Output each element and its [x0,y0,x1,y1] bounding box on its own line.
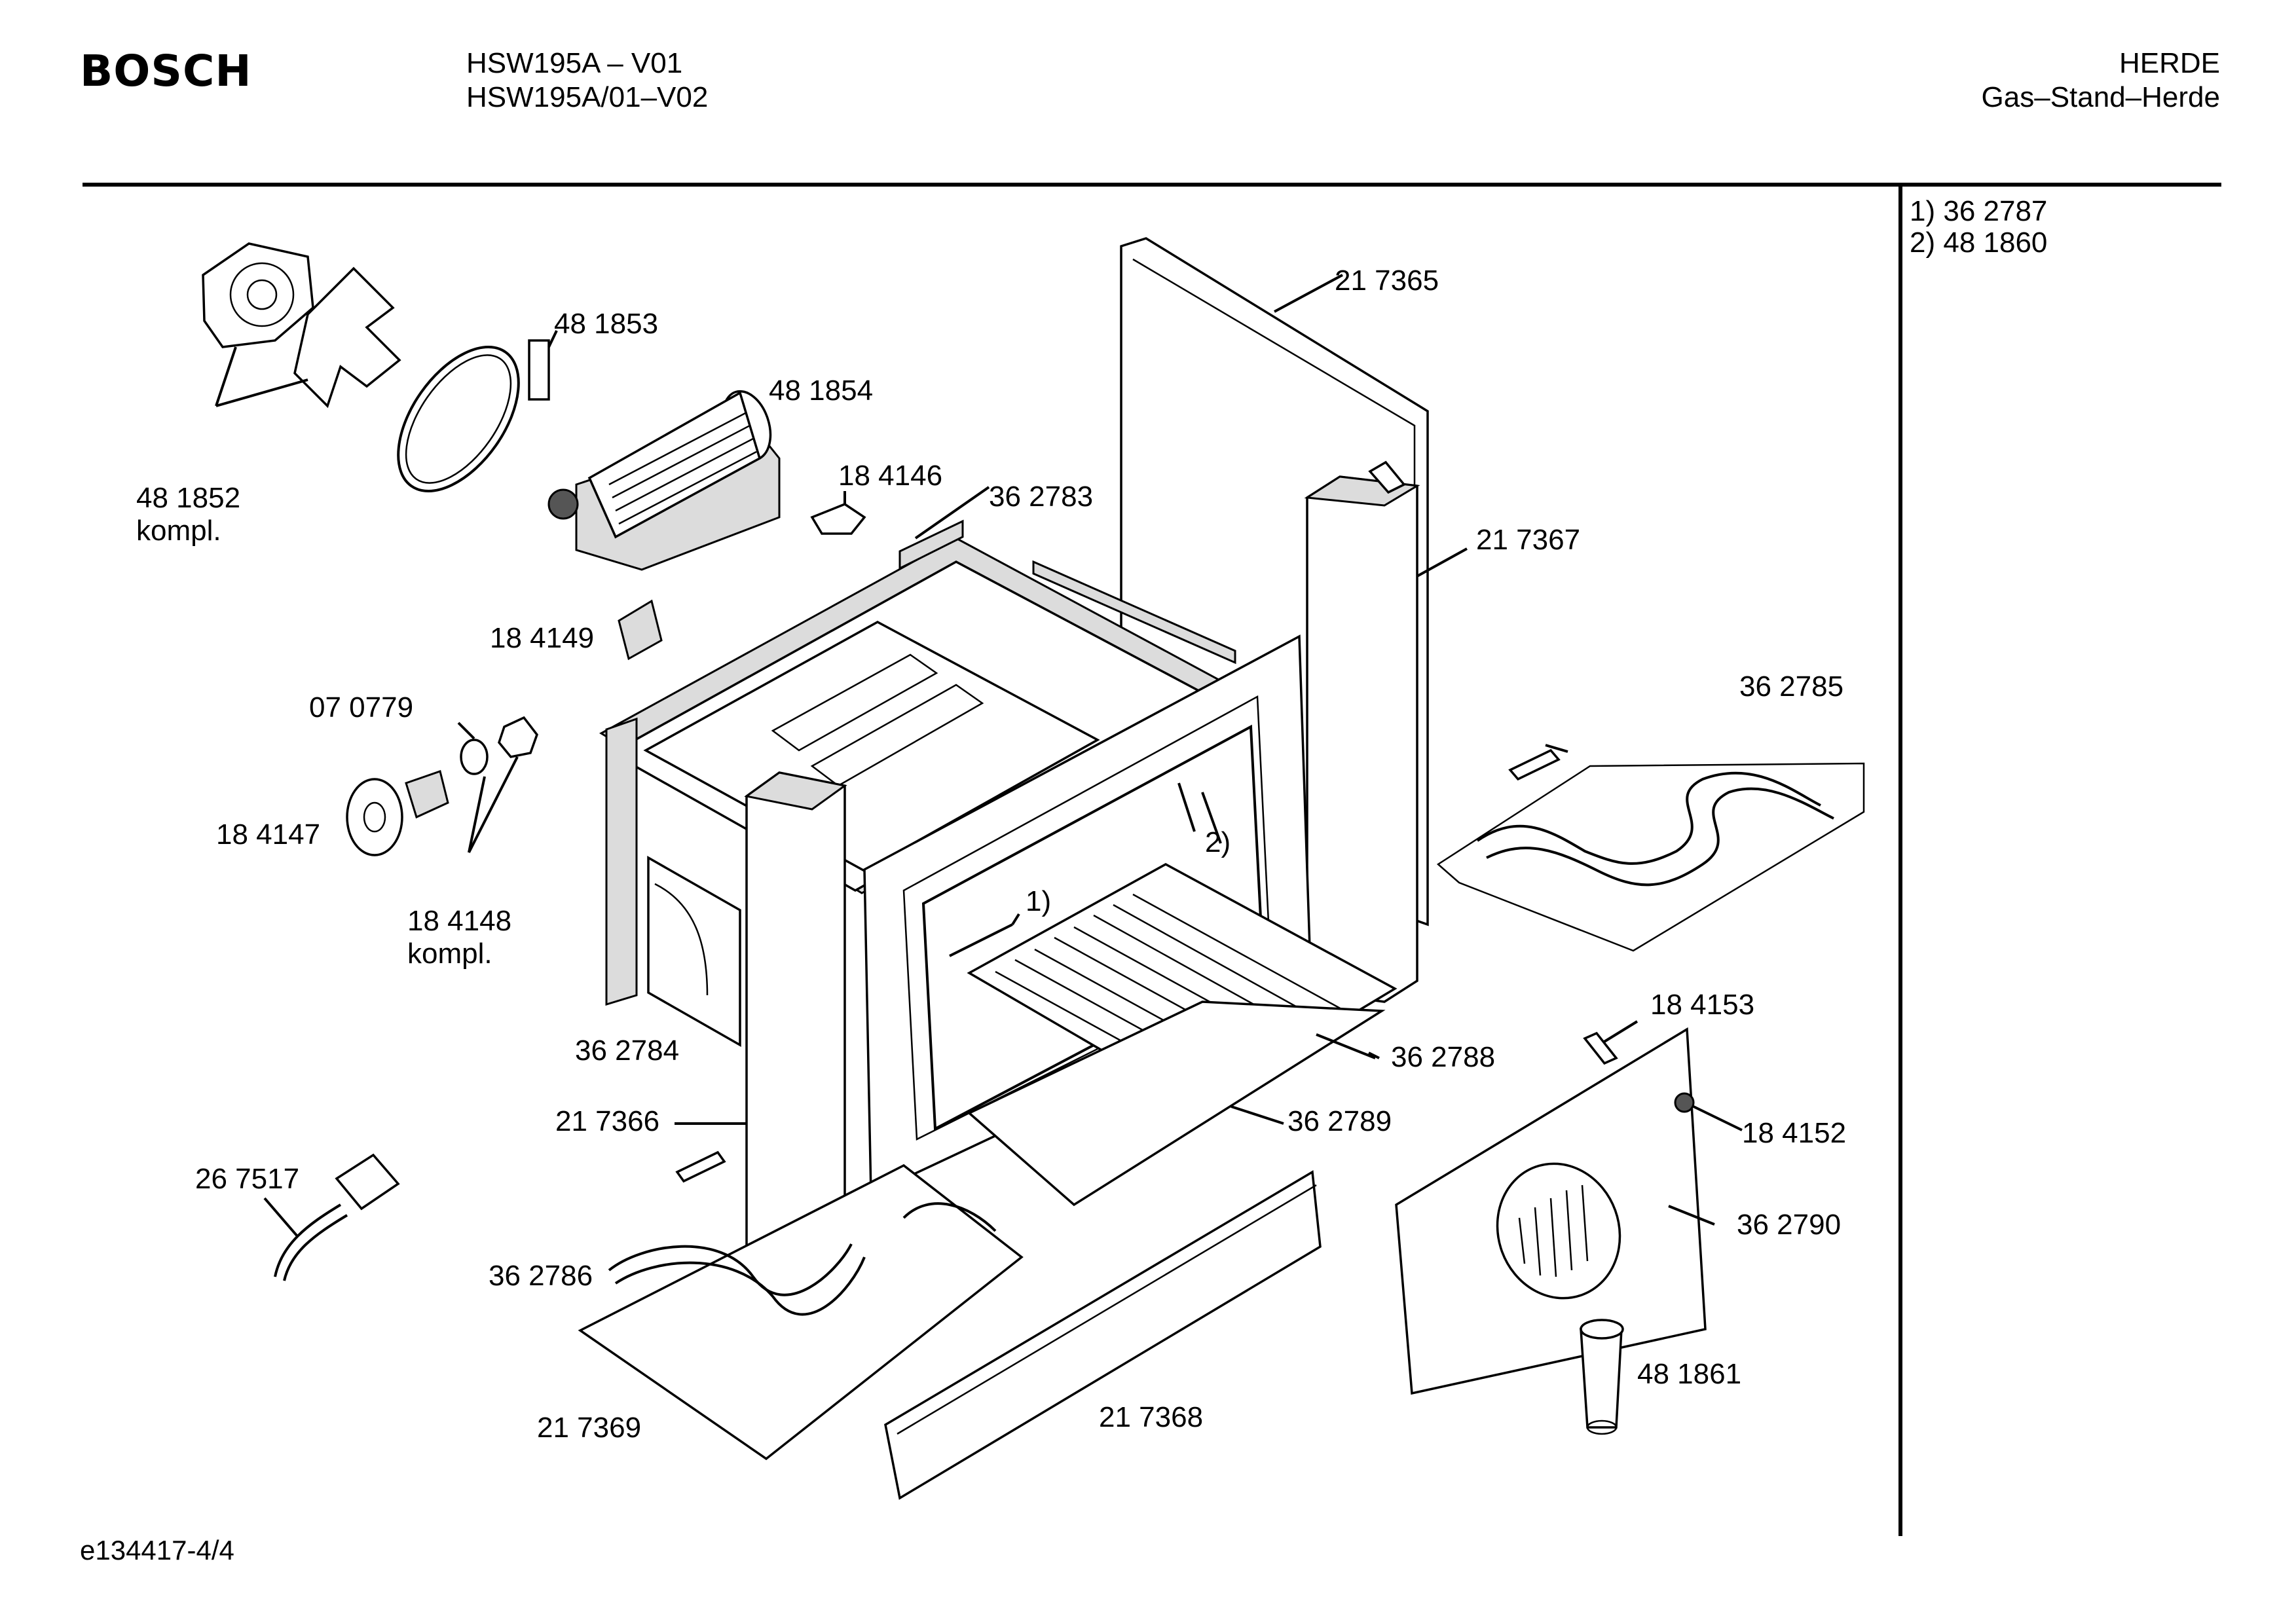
callout-267517: 26 7517 [195,1163,300,1195]
drawing-id: e134417-4/4 [80,1535,234,1566]
model-line-1: HSW195A – V01 [466,47,683,79]
callout-184149: 18 4149 [490,622,595,654]
callout-184146: 18 4146 [838,460,943,492]
control-panel-part [1395,1027,1743,1395]
note-1: 1) 36 2787 [1910,195,2048,227]
callout-184147: 18 4147 [216,818,321,851]
callout-362788: 36 2788 [1391,1041,1496,1073]
category-subtitle: Gas–Stand–Herde [1981,81,2220,113]
callout-184153: 18 4153 [1650,989,1755,1021]
category-title: HERDE [2119,47,2220,79]
callout-362783: 36 2783 [989,481,1094,513]
grill-heater-part [1436,744,1865,952]
bottom-heater-part [578,1150,1024,1461]
callout-note-1: 1) [1026,885,1052,917]
callout-362784: 36 2784 [575,1035,680,1067]
callout-note-2: 2) [1205,826,1231,858]
thermostat-parts [346,716,538,856]
callout-362790: 36 2790 [1737,1209,1842,1241]
callout-481852-kompl: kompl. [136,515,221,547]
crossflow-fan-part [547,390,781,571]
callout-481852: 48 1852 [136,482,241,514]
clip-part [810,491,866,535]
callout-217367: 21 7367 [1476,524,1581,556]
note-2: 2) 48 1860 [1910,227,2048,259]
front-trim-part [884,1170,1322,1500]
oven-rack-part [967,863,1398,1207]
model-line-2: HSW195A/01–V02 [466,81,709,113]
callout-362789: 36 2789 [1287,1105,1392,1137]
callout-481861: 48 1861 [1637,1358,1742,1390]
callout-217369: 21 7369 [537,1412,642,1444]
callout-217366: 21 7366 [555,1105,660,1137]
fan-gasket-ring-part [397,330,558,492]
callout-217365: 21 7365 [1335,265,1439,297]
side-channel-part [1304,460,1468,1003]
callout-481853: 48 1853 [554,308,659,340]
foot-parts [1580,1020,1639,1435]
bracket-part [618,599,663,661]
brand-logo: BOSCH [80,46,252,96]
mains-cable-part [263,1153,400,1281]
note-1-leader [949,913,1020,957]
callout-184148-kompl: kompl. [407,938,492,970]
callout-217368: 21 7368 [1099,1401,1204,1433]
front-channel-part [675,771,847,1308]
callout-481854: 48 1854 [769,375,874,407]
fan-motor-part [202,242,401,409]
leader-lines [914,486,1380,1059]
callout-184148: 18 4148 [407,905,512,937]
callout-184152: 18 4152 [1742,1117,1847,1149]
callout-362785: 36 2785 [1739,670,1844,703]
callout-362786: 36 2786 [489,1260,593,1292]
callout-070779: 07 0779 [309,691,414,724]
